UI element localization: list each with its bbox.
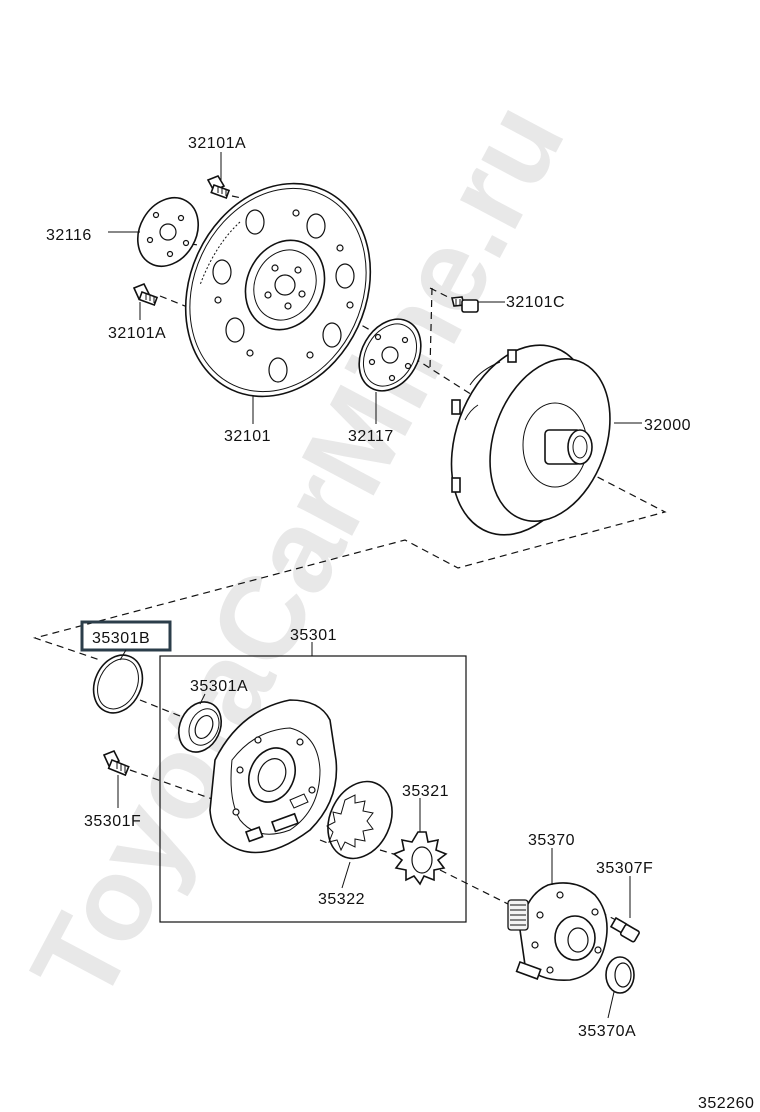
oring-35301B xyxy=(92,654,144,714)
bolt-32101C xyxy=(450,296,479,313)
label-35370: 35370 xyxy=(528,832,575,849)
driven-gear-35322 xyxy=(326,780,393,860)
label-35322: 35322 xyxy=(318,891,365,908)
label-35301F: 35301F xyxy=(84,813,141,830)
label-35307F: 35307F xyxy=(596,860,653,877)
seal-35301A xyxy=(178,701,222,753)
leader-lines-lower xyxy=(117,642,631,1019)
bolt-35307F xyxy=(609,916,640,943)
plate-32116 xyxy=(137,197,199,267)
label-32101A: 32101A xyxy=(188,135,246,152)
label-35370A: 35370A xyxy=(578,1023,636,1040)
group-box-35301 xyxy=(159,655,467,923)
label-35301B: 35301B xyxy=(92,630,150,647)
label-32101: 32101 xyxy=(224,428,271,445)
seal-35370A xyxy=(605,956,635,994)
bolt-32101A-lower xyxy=(132,282,159,307)
plate-32117 xyxy=(358,318,422,392)
diagram-id: 352260 xyxy=(698,1095,754,1112)
label-35301: 35301 xyxy=(290,627,337,644)
bolt-35301F xyxy=(102,749,130,777)
torque-converter-32000 xyxy=(450,344,611,536)
flywheel-32101 xyxy=(184,182,372,398)
label-35321: 35321 xyxy=(402,783,449,800)
label-32116: 32116 xyxy=(46,227,92,244)
label-32000: 32000 xyxy=(644,417,691,434)
label-35301A: 35301A xyxy=(190,678,248,695)
pump-body-35301 xyxy=(209,699,338,854)
label-32101A-lower: 32101A xyxy=(108,325,166,342)
bolt-32101A-upper xyxy=(206,175,231,200)
stator-shaft-35370 xyxy=(507,882,608,982)
label-32101C: 32101C xyxy=(506,294,565,311)
label-32117: 32117 xyxy=(348,428,394,445)
drive-gear-35321 xyxy=(392,831,448,886)
part-labels: 32101A 32116 32101A 32101 32117 32101C 3… xyxy=(46,135,754,1112)
leader-lines-upper xyxy=(108,152,642,424)
